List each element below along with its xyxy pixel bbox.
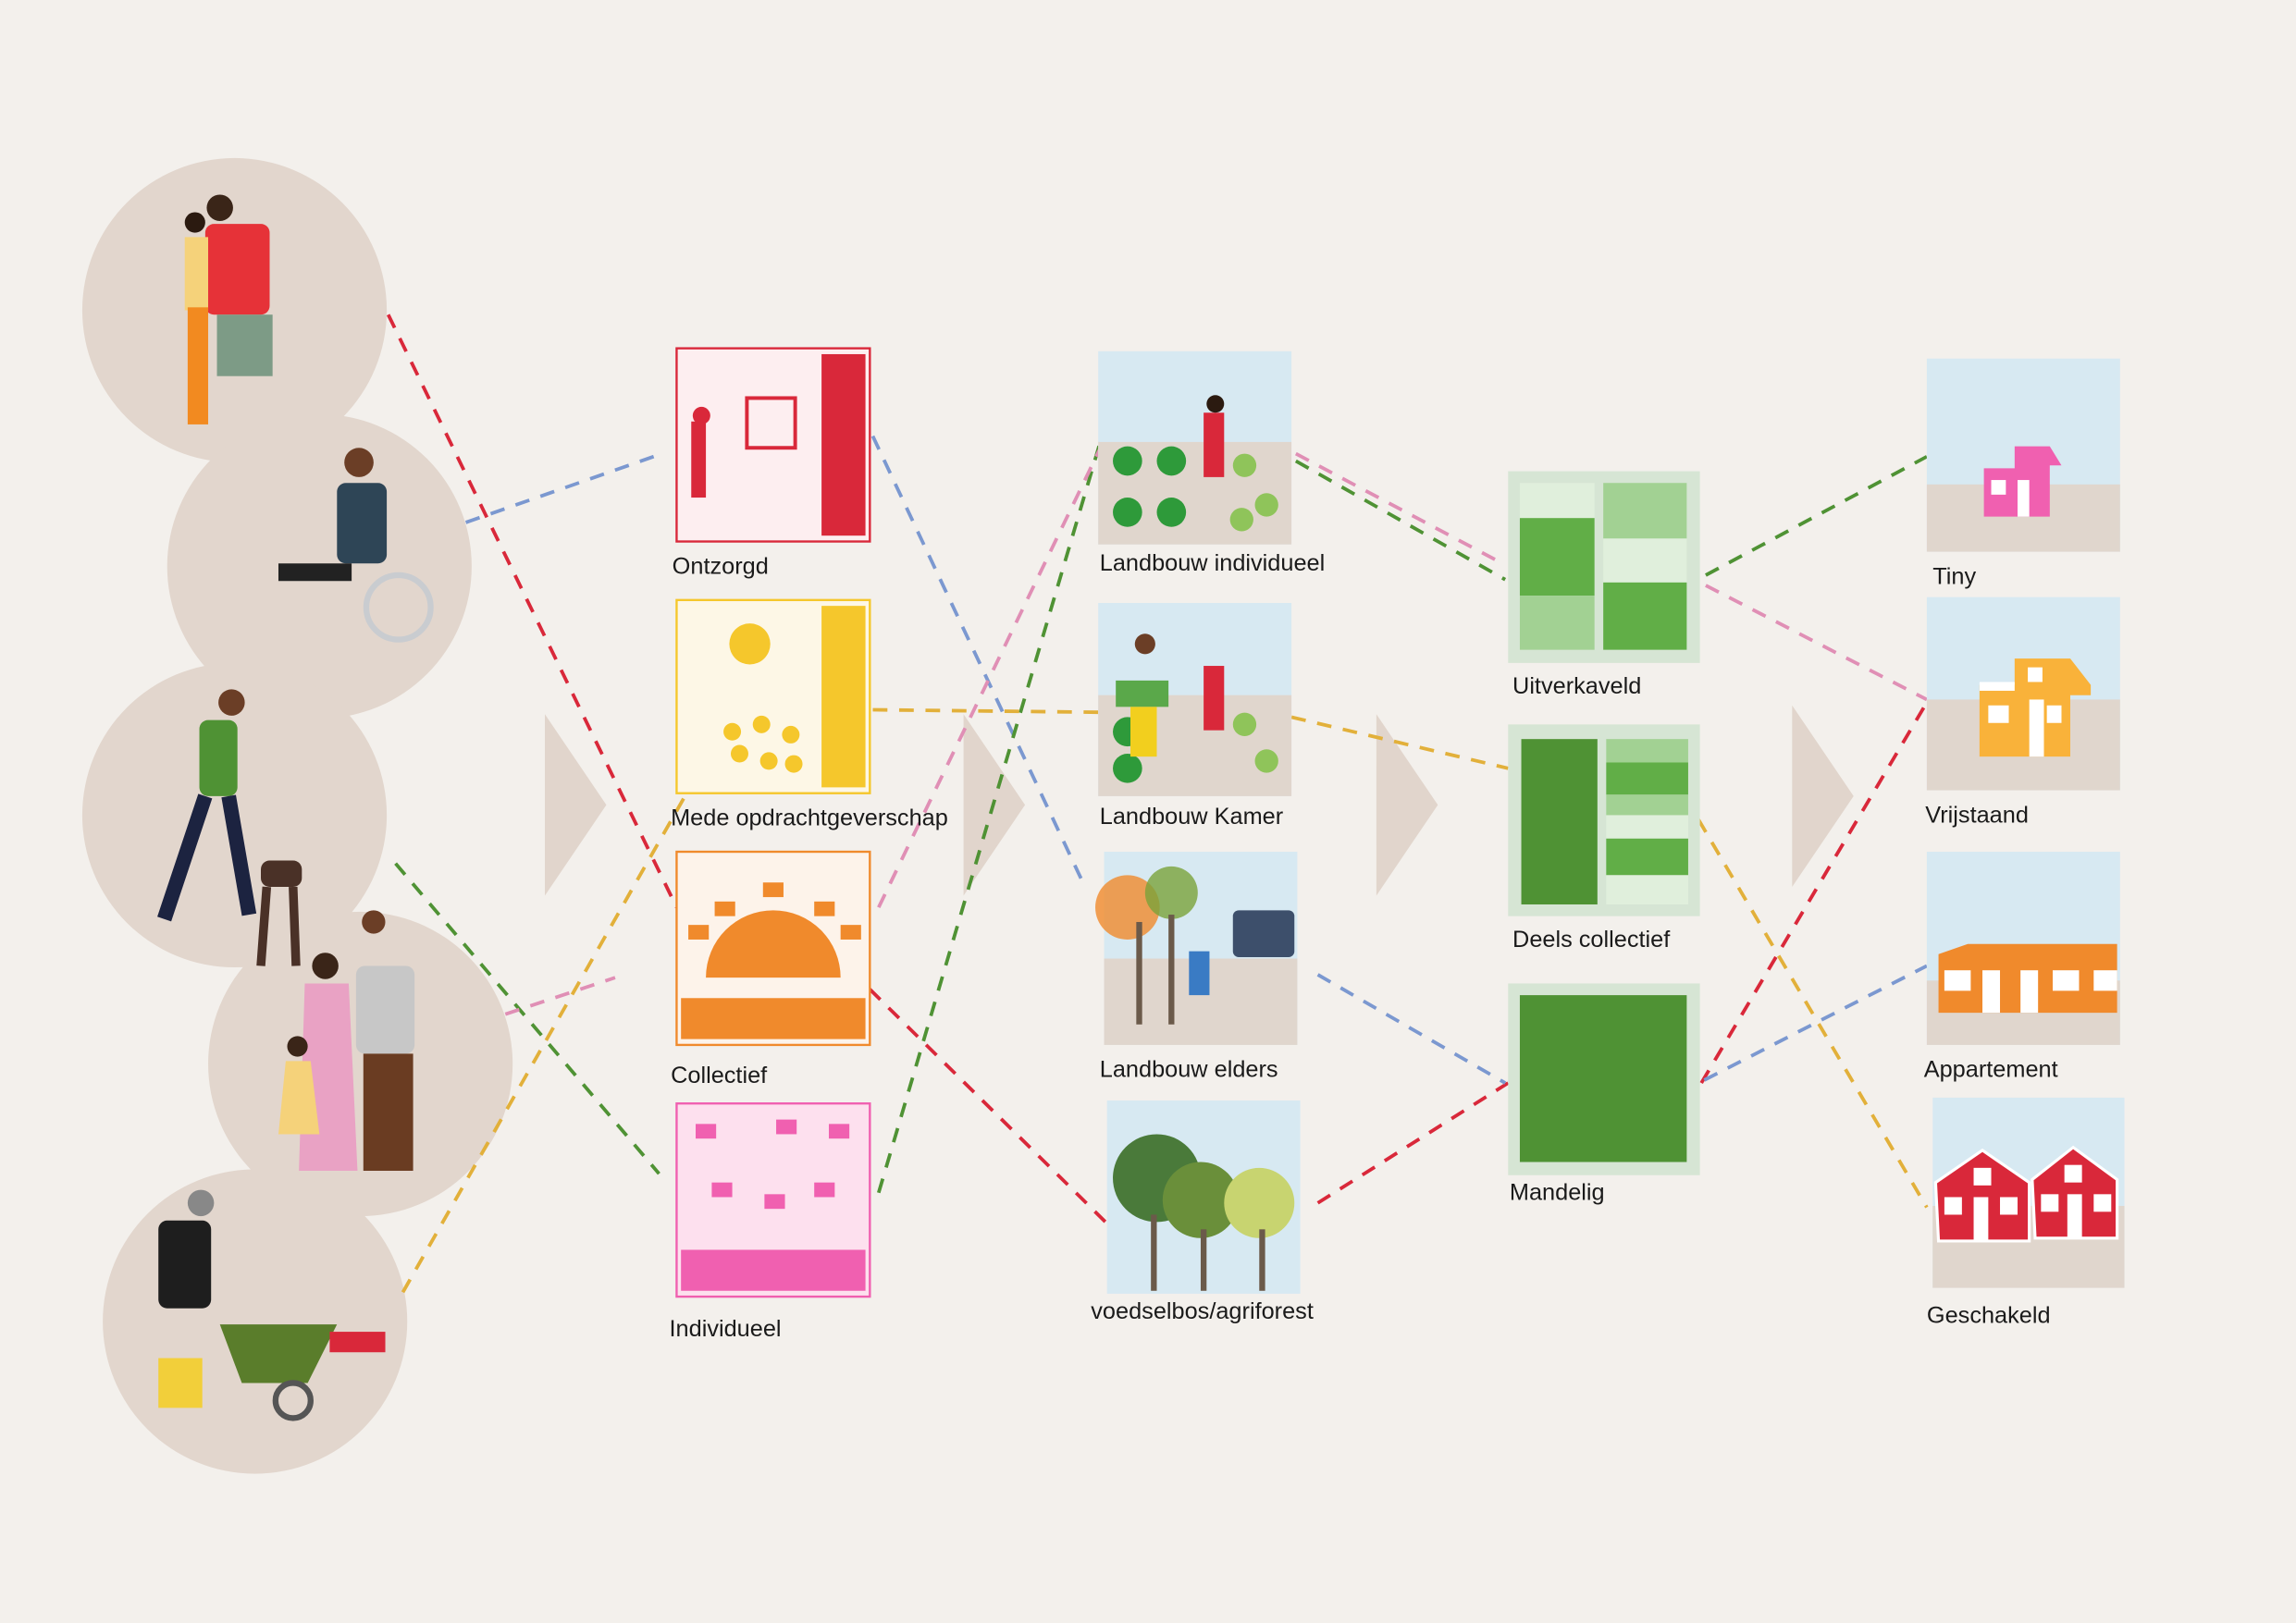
- connection-blue: [464, 451, 663, 524]
- housing-label: Geschakeld: [1927, 1303, 2051, 1329]
- housing-vrijstaand: Vrijstaand: [1925, 596, 2120, 828]
- connection-blue: [870, 435, 1086, 885]
- agriculture-label: Landbouw Kamer: [1100, 804, 1284, 830]
- land-deels-collectief: Deels collectief: [1508, 724, 1700, 953]
- connection-yellow: [1697, 818, 1929, 1209]
- connection-red: [1699, 701, 1929, 1085]
- land-uitverkaveld: Uitverkaveld: [1508, 471, 1700, 699]
- agriculture-label: voedselbos/agriforest: [1091, 1298, 1314, 1324]
- connection-blue: [1316, 973, 1507, 1085]
- housing-geschakeld: Geschakeld: [1927, 1097, 2125, 1329]
- icon-strip: [821, 353, 866, 536]
- connection-yellow: [872, 707, 1142, 715]
- persona-column: [81, 157, 513, 1474]
- arrow-1-icon: [545, 714, 607, 896]
- organisation-individueel: Individueel: [670, 1102, 871, 1342]
- housing-label: Tiny: [1932, 563, 1976, 589]
- housing-label: Appartement: [1924, 1057, 2058, 1083]
- connection-pink: [1294, 451, 1507, 567]
- connection-blue: [1703, 964, 1928, 1082]
- icon-strip: [681, 1249, 866, 1291]
- persona-gardener: [103, 1169, 408, 1474]
- agriculture-label: Landbouw individueel: [1100, 550, 1325, 576]
- persona-family: [208, 911, 513, 1217]
- connections: [386, 314, 1929, 1294]
- gardener-figure-icon: [158, 1189, 386, 1421]
- person-figure-icon: [184, 194, 273, 424]
- agriculture-landbouw-kamer: Landbouw Kamer: [1098, 602, 1292, 830]
- organisation-mede-opdrachtgeverschap: Mede opdrachtgeverschap: [671, 598, 948, 831]
- agriculture-label: Landbouw elders: [1100, 1057, 1278, 1083]
- arrow-3-icon: [1376, 714, 1438, 896]
- wheelchair-figure-icon: [278, 448, 434, 643]
- connection-pink: [504, 976, 616, 1016]
- agriculture-landbouw-individueel: Landbouw individueel: [1098, 350, 1325, 576]
- organisation-label: Individueel: [670, 1316, 782, 1342]
- connection-green: [1294, 459, 1507, 582]
- organisation-collectief: Collectief: [671, 850, 871, 1088]
- dog-walker-figure-icon: [157, 689, 302, 966]
- agriculture-landbouw-elders: Landbouw elders: [1095, 852, 1298, 1083]
- organisation-label: Mede opdrachtgeverschap: [671, 805, 948, 831]
- connection-green: [1705, 455, 1928, 577]
- connection-red: [868, 988, 1109, 1225]
- connection-yellow: [1290, 715, 1509, 770]
- connection-yellow: [401, 789, 690, 1294]
- housing-appartement: Appartement: [1924, 852, 2120, 1083]
- organisation-label: Collectief: [671, 1063, 768, 1088]
- land-label: Uitverkaveld: [1512, 673, 1641, 699]
- icon-strip: [821, 606, 866, 788]
- housing-tiny: Tiny: [1926, 358, 2120, 589]
- organisation-ontzorgd: Ontzorgd: [673, 347, 871, 579]
- land-label: Deels collectief: [1512, 927, 1671, 953]
- connection-pink: [1705, 584, 1928, 702]
- land-mandelig: Mandelig: [1508, 983, 1700, 1206]
- agriculture-voedselbos: voedselbos/agriforest: [1091, 1100, 1314, 1324]
- connection-pink: [877, 445, 1104, 908]
- housing-label: Vrijstaand: [1925, 802, 2029, 828]
- land-label: Mandelig: [1510, 1180, 1605, 1206]
- arrow-4-icon: [1792, 705, 1854, 887]
- organisation-label: Ontzorgd: [673, 553, 769, 579]
- connection-red: [1316, 1081, 1510, 1205]
- connection-red: [386, 314, 679, 908]
- family-figure-icon: [278, 910, 415, 1172]
- icon-strip: [681, 998, 866, 1039]
